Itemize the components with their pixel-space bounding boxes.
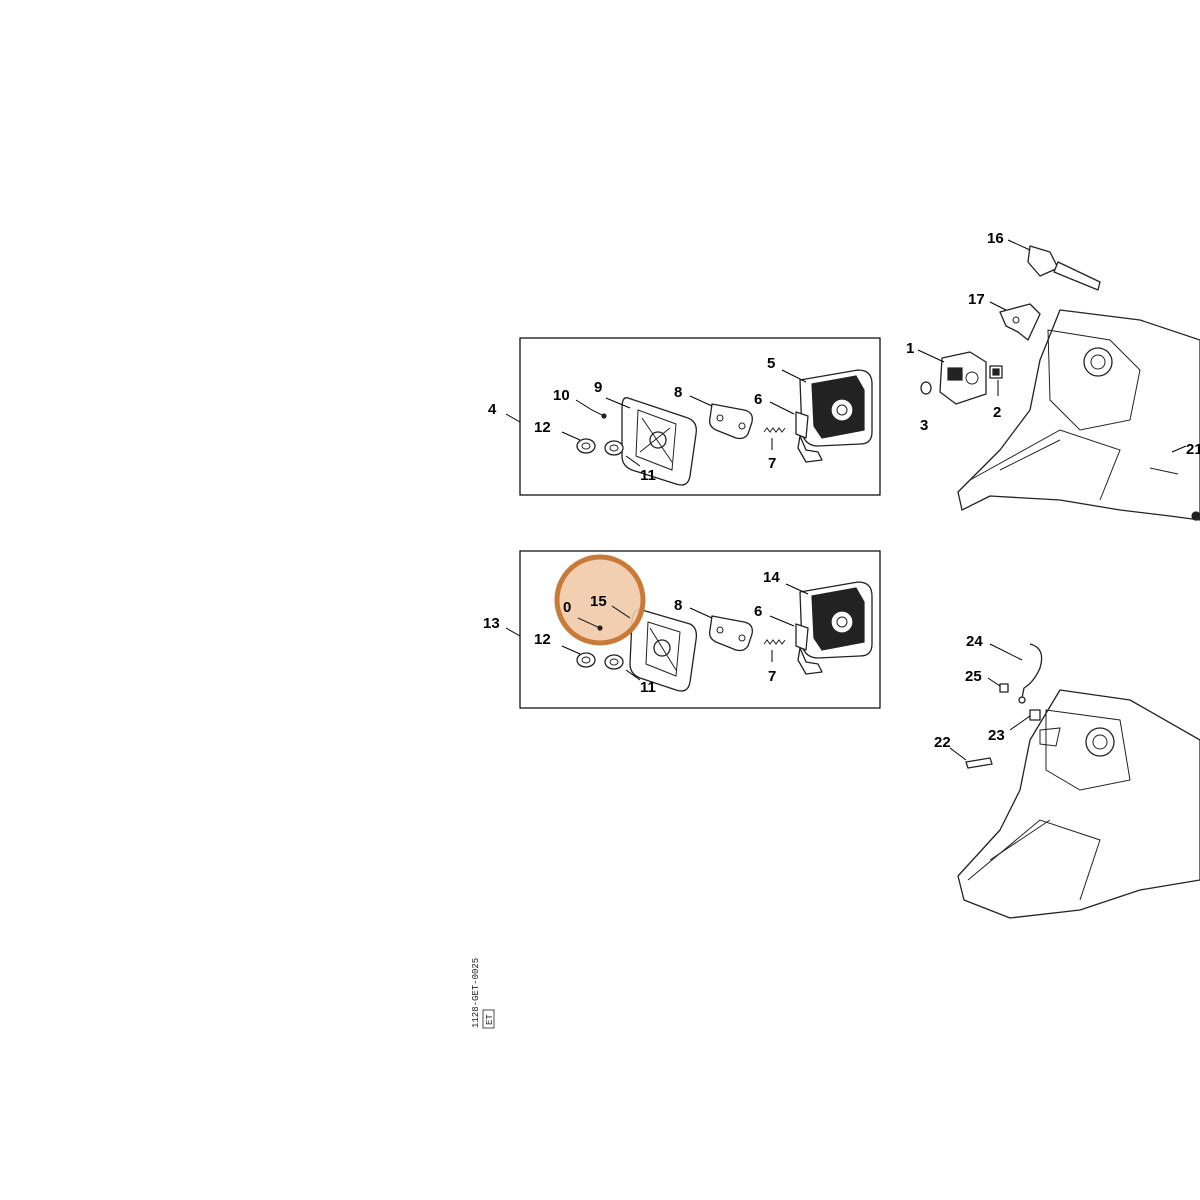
- part-23[interactable]: [1029, 709, 1041, 721]
- callout-3: 3: [920, 417, 928, 434]
- screw-part-10[interactable]: [591, 409, 607, 419]
- callout-17: 17: [968, 291, 985, 308]
- nut-part-11b[interactable]: [604, 654, 624, 670]
- drawing-code: 1128-GET-0025 ET: [471, 958, 495, 1029]
- callout-21: 21: [1186, 441, 1200, 458]
- callout-7b: 7: [768, 668, 776, 685]
- housing-bottom: [957, 689, 1200, 919]
- kit-box-13: [519, 550, 881, 709]
- filter-base-part-9[interactable]: [621, 397, 697, 486]
- nut-part-12[interactable]: [576, 438, 596, 454]
- part-2[interactable]: [989, 365, 1003, 379]
- kit-box-4: [519, 337, 881, 496]
- part-17[interactable]: [999, 303, 1041, 341]
- callout-11a: 11: [640, 467, 656, 484]
- part-3[interactable]: [920, 381, 932, 395]
- callout-9: 9: [594, 379, 602, 396]
- callout-7a: 7: [768, 455, 776, 472]
- carburetor-part-1[interactable]: [939, 351, 987, 405]
- callout-22: 22: [934, 734, 951, 751]
- callout-14: 14: [763, 569, 780, 586]
- gasket-part-8b[interactable]: [708, 615, 753, 652]
- highlight-marker-15[interactable]: [554, 554, 646, 646]
- callout-15: 15: [590, 593, 607, 610]
- callout-4: 4: [488, 401, 497, 418]
- callout-2: 2: [993, 404, 1001, 421]
- callout-25: 25: [965, 668, 982, 685]
- drawing-code-line1: 1128-GET-0025: [471, 958, 481, 1028]
- callout-6b: 6: [754, 603, 762, 620]
- callout-labels: 4 10 9 8 5 6 7 12 11 13 0 15 8 14 6 7 12…: [483, 230, 1200, 751]
- callout-10a: 10: [553, 387, 570, 404]
- part-24[interactable]: [1018, 643, 1043, 704]
- callout-11b: 11: [640, 679, 656, 696]
- drawing-code-line2: ET: [485, 1014, 495, 1025]
- part-22[interactable]: [965, 757, 993, 769]
- callout-8a: 8: [674, 384, 682, 401]
- callout-1: 1: [906, 340, 914, 357]
- callout-12b: 12: [534, 631, 551, 648]
- callout-8b: 8: [674, 597, 682, 614]
- nut-part-11[interactable]: [604, 440, 624, 456]
- callout-23: 23: [988, 727, 1005, 744]
- callout-24: 24: [966, 633, 983, 650]
- callout-13: 13: [483, 615, 500, 632]
- filter-base-part-9b[interactable]: [629, 609, 698, 692]
- gasket-part-8[interactable]: [708, 403, 753, 440]
- part-16[interactable]: [1027, 245, 1101, 291]
- nut-part-12b[interactable]: [576, 652, 596, 668]
- callout-10b: 0: [563, 599, 571, 616]
- screw-part-15[interactable]: [577, 617, 603, 631]
- callout-6a: 6: [754, 391, 762, 408]
- part-25[interactable]: [999, 683, 1009, 693]
- lever-part-6[interactable]: [795, 411, 823, 463]
- lever-part-6b[interactable]: [795, 623, 823, 675]
- air-filter-part-5[interactable]: [799, 369, 873, 447]
- callout-5: 5: [767, 355, 775, 372]
- callout-12a: 12: [534, 419, 551, 436]
- callout-16: 16: [987, 230, 1004, 247]
- spring-part-7b[interactable]: [763, 639, 786, 645]
- air-filter-part-14[interactable]: [799, 581, 873, 659]
- housing-top: [957, 309, 1200, 521]
- spring-part-7[interactable]: [763, 427, 786, 433]
